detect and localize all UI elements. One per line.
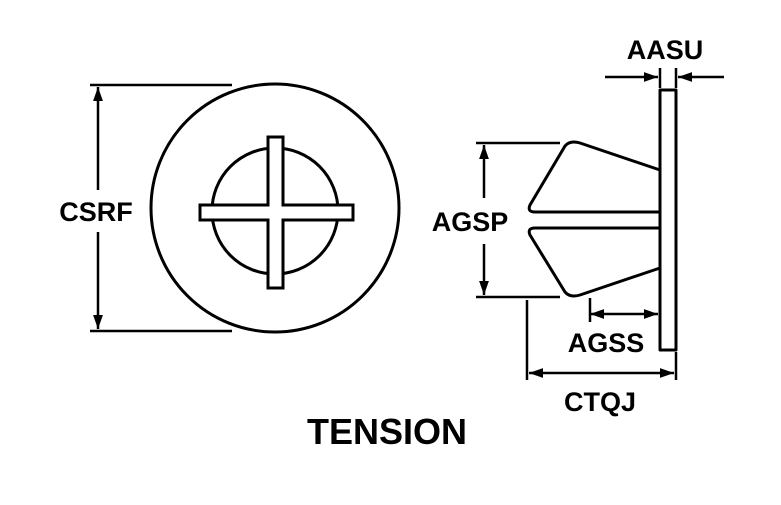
cross-slot	[198, 135, 355, 290]
diagram-title: TENSION	[307, 411, 467, 452]
aasu-dimension	[605, 68, 724, 88]
agss-dimension	[588, 298, 658, 322]
base-plate	[658, 88, 678, 352]
agsp-label: AGSP	[432, 207, 509, 237]
outer-head-circle	[149, 82, 401, 334]
csrf-label: CSRF	[59, 197, 133, 227]
ctqj-dimension	[525, 300, 678, 380]
front-view	[149, 82, 401, 334]
lower-prong	[527, 226, 661, 298]
agsp-dimension	[476, 141, 560, 299]
csrf-dimension	[90, 83, 232, 333]
agss-label: AGSS	[568, 328, 645, 358]
upper-prong	[527, 140, 661, 214]
side-view	[527, 88, 678, 352]
aasu-label: AASU	[627, 35, 704, 65]
ctqj-label: CTQJ	[564, 387, 636, 417]
